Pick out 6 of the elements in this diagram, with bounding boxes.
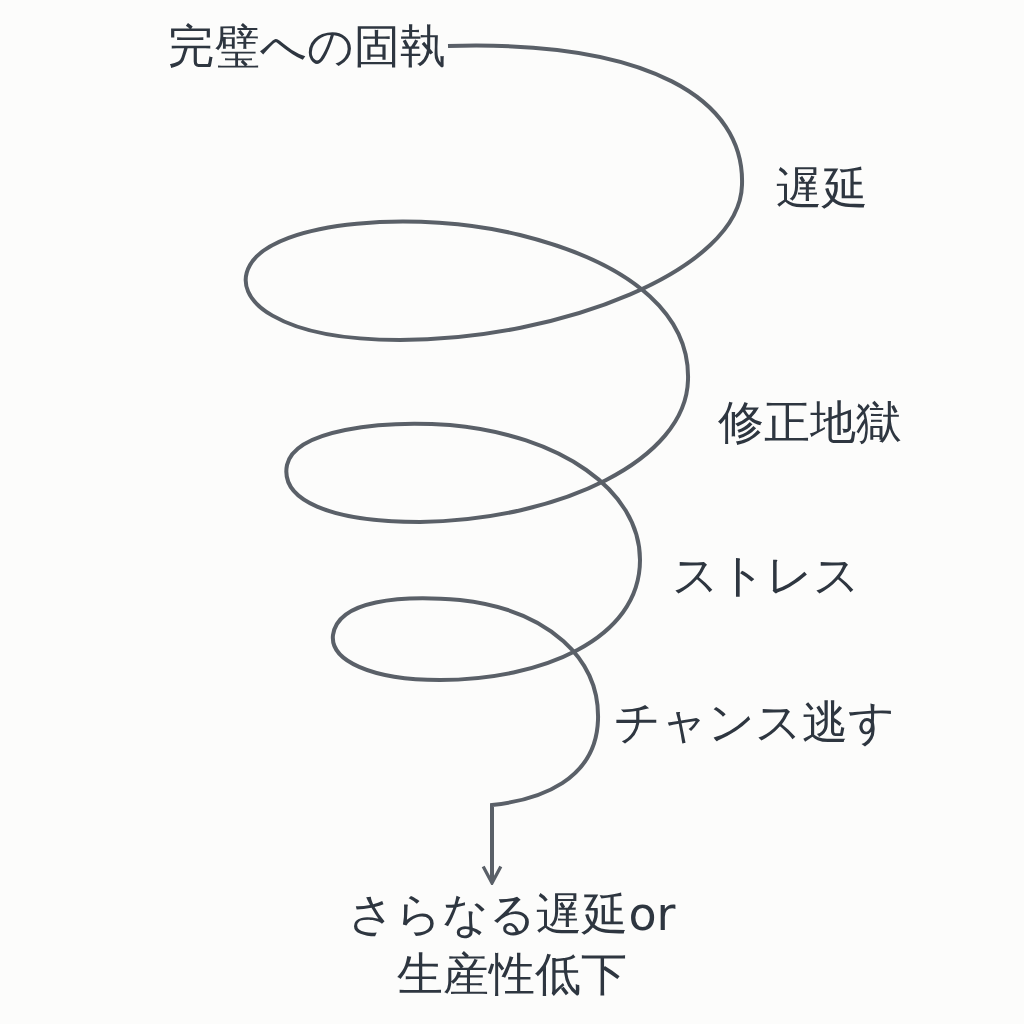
stage-label: チャンス逃す [614, 694, 895, 751]
stage-label: 遅延 [776, 160, 868, 217]
stage-label: 修正地獄 [718, 394, 902, 451]
outcome-text: さらなる遅延or生産性低下 [339, 884, 685, 1004]
stage-label: ストレス [672, 547, 860, 604]
start-text: 完璧への固執 [168, 16, 446, 76]
